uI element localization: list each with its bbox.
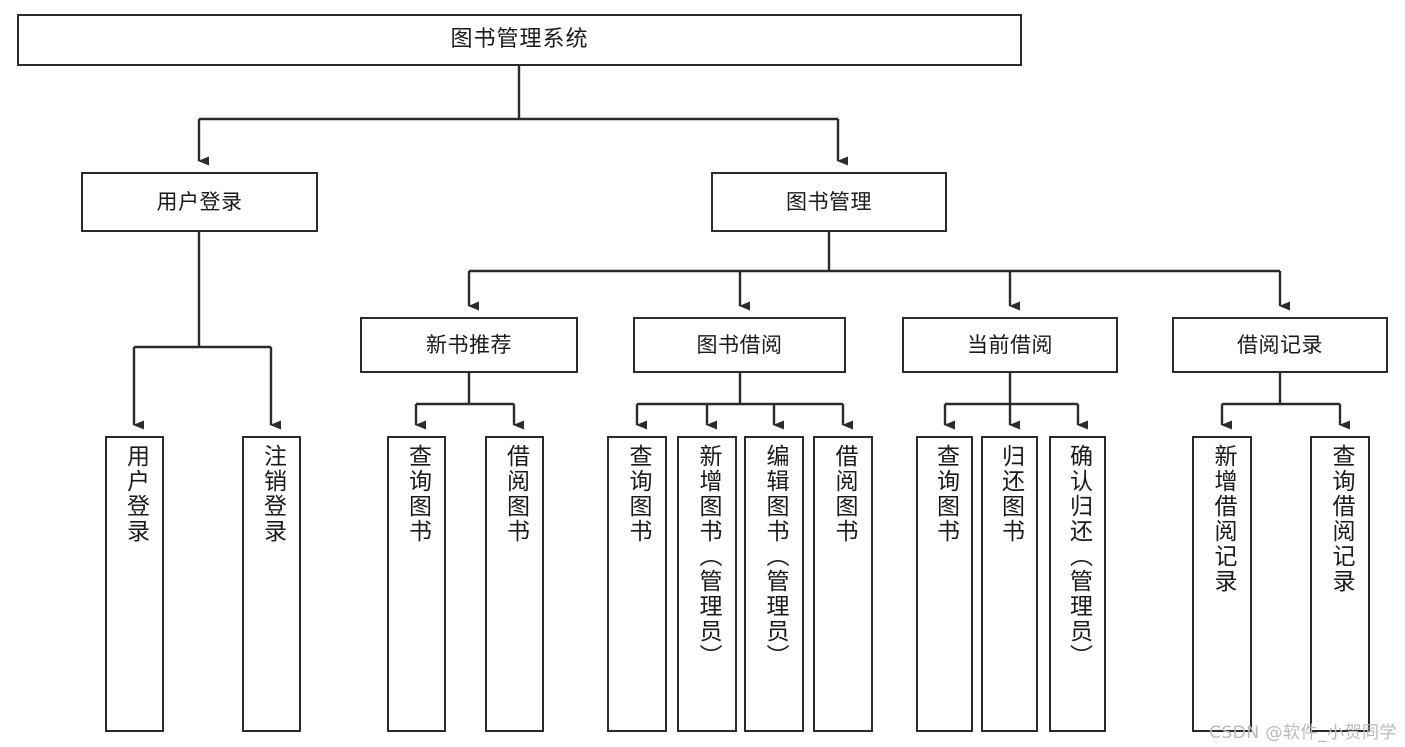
leaf-return-book[interactable]: 归还图书 — [981, 436, 1038, 732]
node-label: 新增借阅记录 — [1209, 444, 1236, 594]
node-label: 查询图书 — [404, 444, 431, 544]
node-book-management[interactable]: 图书管理 — [711, 172, 947, 232]
edges-root-to-level2 — [197, 66, 848, 166]
node-label: 查询图书 — [932, 444, 959, 544]
node-label: 查询借阅记录 — [1327, 444, 1354, 594]
node-current-borrow[interactable]: 当前借阅 — [902, 317, 1118, 373]
edges-userlogin-to-leaves — [132, 232, 281, 430]
leaf-user-login[interactable]: 用户登录 — [105, 436, 164, 732]
leaf-borrow-book[interactable]: 借阅图书 — [813, 436, 873, 732]
node-label: 图书借阅 — [696, 332, 783, 357]
leaf-borrow-book-recommend[interactable]: 借阅图书 — [485, 436, 544, 732]
leaf-add-book-admin[interactable]: 新增图书（管理员） — [677, 436, 737, 732]
node-label: 注销登录 — [259, 444, 286, 544]
edges-newbook-to-leaves — [414, 373, 524, 430]
node-label: 当前借阅 — [967, 332, 1053, 357]
node-label: 图书管理系统 — [450, 27, 589, 53]
node-label: 借阅图书 — [830, 444, 857, 544]
leaf-query-borrow-record[interactable]: 查询借阅记录 — [1310, 436, 1370, 732]
node-label: 新书推荐 — [426, 332, 512, 357]
edges-current-to-leaves — [943, 373, 1088, 430]
leaf-edit-book-admin[interactable]: 编辑图书（管理员） — [744, 436, 804, 732]
leaf-add-borrow-record[interactable]: 新增借阅记录 — [1192, 436, 1252, 732]
node-root-system[interactable]: 图书管理系统 — [17, 14, 1022, 66]
edges-bookmgmt-to-level3 — [467, 232, 1290, 311]
leaf-query-book-recommend[interactable]: 查询图书 — [387, 436, 446, 732]
node-label: 确认归还（管理员） — [1065, 444, 1092, 669]
node-label: 用户登录 — [156, 189, 243, 214]
node-label: 查询图书 — [624, 444, 651, 544]
node-label: 用户登录 — [122, 444, 149, 544]
node-label: 图书管理 — [786, 189, 872, 214]
node-user-login[interactable]: 用户登录 — [81, 172, 318, 232]
leaf-query-book-current[interactable]: 查询图书 — [916, 436, 973, 732]
edges-records-to-leaves — [1220, 373, 1350, 430]
node-label: 新增图书（管理员） — [694, 444, 721, 669]
node-label: 编辑图书（管理员） — [761, 444, 788, 669]
leaf-logout[interactable]: 注销登录 — [242, 436, 301, 732]
leaf-confirm-return-admin[interactable]: 确认归还（管理员） — [1049, 436, 1106, 732]
edges-borrow-to-leaves — [635, 373, 853, 430]
node-label: 借阅图书 — [502, 444, 529, 544]
leaf-query-book-borrow[interactable]: 查询图书 — [607, 436, 667, 732]
node-new-book-recommend[interactable]: 新书推荐 — [360, 317, 578, 373]
node-label: 借阅记录 — [1237, 332, 1323, 357]
node-borrow-records[interactable]: 借阅记录 — [1172, 317, 1388, 373]
node-label: 归还图书 — [997, 444, 1024, 544]
node-book-borrow[interactable]: 图书借阅 — [633, 317, 846, 373]
